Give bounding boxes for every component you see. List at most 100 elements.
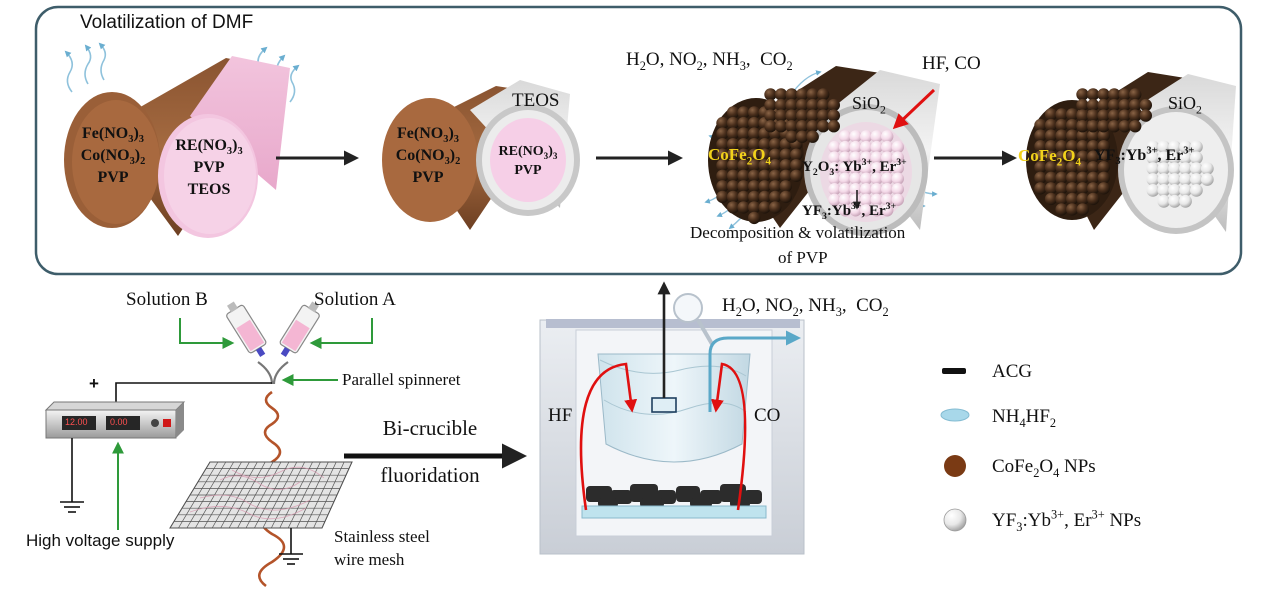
ferrite-particle <box>1076 161 1089 174</box>
yf3-particle <box>891 140 904 154</box>
yf3-particle <box>881 162 894 175</box>
yf3-particle <box>849 151 862 164</box>
stage4-yf3-particles <box>1146 140 1214 208</box>
yf3-particle <box>838 183 852 196</box>
ferrite-particle <box>1044 150 1058 163</box>
gas-outlet-arrow <box>708 330 801 412</box>
ferrite-particle <box>1097 171 1111 184</box>
ferrite-particle <box>748 190 761 204</box>
ferrite-particle <box>806 98 819 112</box>
ferrite-particle <box>748 116 761 130</box>
process-label-line2: fluoridation <box>380 463 480 487</box>
mesh-label-line2: wire mesh <box>334 550 405 569</box>
yf3-particle <box>1200 162 1214 176</box>
ferrite-particle <box>748 180 761 193</box>
ferrite-particle <box>1055 161 1068 174</box>
legend-cofe2o4-swatch <box>944 455 966 477</box>
ferrite-particle <box>817 98 830 112</box>
yf3-particle <box>860 162 873 175</box>
ferrite-particle <box>1066 192 1079 206</box>
ferrite-particle <box>769 148 782 161</box>
ferrite-particle <box>726 116 740 130</box>
yf3-particle <box>838 204 852 217</box>
yf3-particle <box>1168 162 1181 176</box>
high-voltage-supply-label: High voltage supply <box>26 531 175 550</box>
ferrite-particle <box>1076 120 1089 133</box>
ferrite-particle <box>748 148 761 161</box>
yf3-particle <box>860 130 873 143</box>
yf3-particle <box>870 140 883 154</box>
ferrite-particle <box>1044 108 1058 121</box>
ferrite-particle <box>806 120 819 133</box>
legend-nh4hf2-swatch <box>940 408 970 422</box>
ferrite-particle <box>726 190 740 204</box>
yf3-particle <box>1190 184 1203 197</box>
furnace-co-label: CO <box>754 405 781 426</box>
positive-terminal-label: + <box>89 374 99 393</box>
ferrite-particle <box>1097 140 1111 153</box>
ferrite-particle <box>737 138 750 151</box>
ferrite-particle <box>779 169 792 182</box>
stage3-gases-label: H2O, NO2, NH3, CO2 <box>626 49 793 73</box>
ferrite-particle <box>726 106 740 119</box>
yf3-particle <box>1179 194 1192 208</box>
yf3-particle <box>828 172 841 185</box>
ferrite-particle <box>1087 161 1100 174</box>
ferrite-particle <box>779 180 792 193</box>
stage4-cofe2o4-label: CoFe2O4 <box>1018 146 1082 169</box>
yf3-particle <box>881 130 894 143</box>
yf3-particle <box>870 183 883 196</box>
ferrite-particle <box>769 201 782 214</box>
ferrite-particle <box>796 130 809 143</box>
yf3-particle <box>860 172 873 185</box>
ferrite-particle <box>790 148 803 161</box>
ferrite-particle <box>1055 129 1068 142</box>
yf3-particle <box>1157 140 1171 154</box>
ferrite-particle <box>1034 118 1047 132</box>
stage1-right-core-label: RE(NO3)3 PVP TEOS <box>175 137 243 198</box>
yf3-particle <box>1157 173 1171 186</box>
yf3-particle <box>1157 184 1171 197</box>
bi-crucible-furnace <box>539 281 805 555</box>
ferrite-particle <box>1108 88 1121 101</box>
yf3-particle <box>860 140 873 154</box>
ferrite-particle <box>785 88 798 101</box>
yf3-particle <box>881 140 894 154</box>
ferrite-particle <box>737 159 750 172</box>
yf3-particle <box>1168 140 1181 154</box>
yf3-particle <box>838 140 852 154</box>
ferrite-particle <box>1108 98 1121 112</box>
solution-a-arrow <box>309 318 373 349</box>
yf3-particle <box>881 172 894 185</box>
yf3-particle <box>849 140 862 154</box>
yf3-particle <box>860 193 873 206</box>
ferrite-particle <box>716 138 729 151</box>
yf3-particle <box>828 193 841 206</box>
ferrite-particle <box>817 88 830 101</box>
yf3-particle <box>891 162 904 175</box>
ferrite-particle <box>779 148 792 161</box>
ferrite-particle <box>1066 129 1079 142</box>
ferrite-particle <box>1066 118 1079 132</box>
hf-flow-arrow <box>579 362 638 511</box>
wire-mesh-collector <box>169 461 353 529</box>
ferrite-particle <box>1097 129 1111 142</box>
supply-ground-icon <box>60 438 84 513</box>
ferrite-particle <box>758 190 771 204</box>
ferrite-particle <box>1044 161 1058 174</box>
yf3-particle <box>1157 151 1171 165</box>
mesh-ground-icon <box>279 528 303 565</box>
ferrite-particle <box>758 148 771 161</box>
ferrite-particle <box>716 116 729 130</box>
ferrite-particle <box>1055 140 1068 153</box>
ferrite-particle <box>1066 161 1079 174</box>
yf3-particle <box>1168 194 1181 208</box>
ferrite-particle <box>1034 129 1047 142</box>
mesh-label-line1: Stainless steel <box>334 527 430 546</box>
ferrite-particle <box>1086 109 1100 122</box>
ferrite-particle <box>1097 150 1111 163</box>
ferrite-particle <box>1055 118 1068 132</box>
high-voltage-supply-device <box>44 401 186 439</box>
ferrite-particle <box>716 159 729 172</box>
